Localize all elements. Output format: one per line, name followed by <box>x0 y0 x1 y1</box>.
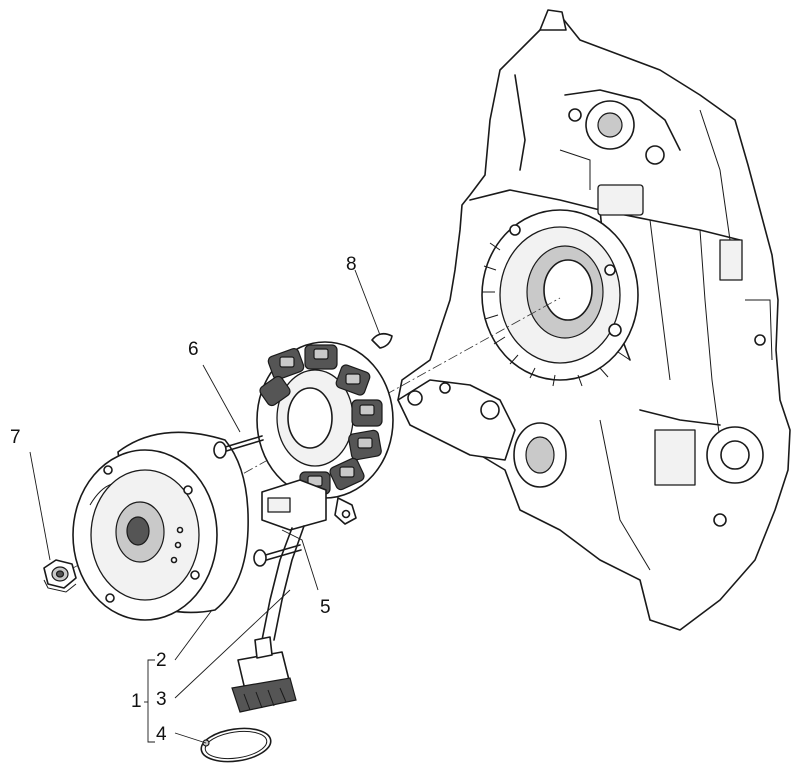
o-ring <box>200 727 272 763</box>
stator-screw-upper <box>213 435 264 459</box>
crankcase-half <box>397 9 791 631</box>
leader-lines <box>29 269 381 744</box>
stator-assembly <box>231 341 394 713</box>
callout-7: 7 <box>10 427 21 448</box>
woodruff-key <box>371 332 393 349</box>
callout-4: 4 <box>156 724 167 745</box>
callout-8: 8 <box>346 254 357 275</box>
callout-6: 6 <box>188 339 199 360</box>
callout-3: 3 <box>156 689 167 710</box>
flange-nut <box>43 559 77 593</box>
stator-screw-lower <box>253 544 302 567</box>
flywheel-rotor <box>72 431 249 621</box>
callout-1: 1 <box>131 691 142 712</box>
callout-5: 5 <box>320 597 331 618</box>
callout-2: 2 <box>156 650 167 671</box>
